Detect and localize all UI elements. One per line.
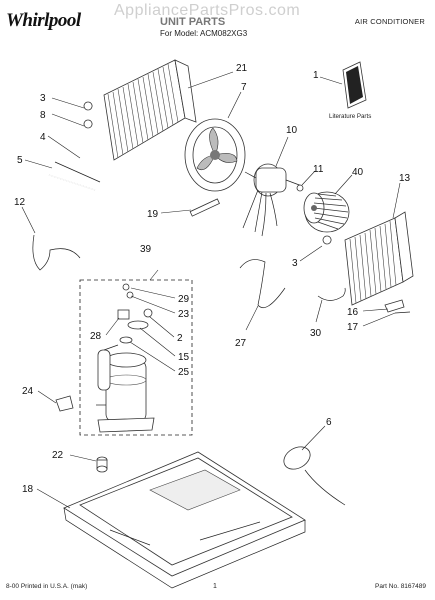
drain-tube: [48, 161, 101, 191]
thermostat-clip: [384, 299, 411, 314]
callout-18: 18: [22, 484, 34, 495]
callout-10: 10: [286, 125, 298, 136]
leader-lines: [21, 71, 401, 509]
callout-2: 2: [177, 333, 183, 344]
footer-page-number: 1: [213, 583, 217, 590]
callout-3-right: 3: [292, 258, 298, 269]
callout-16: 16: [347, 307, 359, 318]
callout-numbers: 1 21 7 3 8 4 5 10 11 40 13 12 19 3 39 29…: [14, 63, 411, 495]
callout-5: 5: [17, 155, 23, 166]
watermark: AppliancePartsPros.com: [114, 2, 301, 19]
overload-bracket: [55, 395, 74, 412]
callout-39: 39: [140, 244, 152, 255]
compressor: [96, 344, 155, 433]
callout-40: 40: [352, 167, 364, 178]
base-pan: [63, 451, 306, 589]
callout-21: 21: [236, 63, 248, 74]
callout-24: 24: [22, 386, 34, 397]
callout-28: 28: [90, 331, 102, 342]
gasket-ring: [283, 446, 346, 506]
fan-motor: [242, 163, 303, 237]
callout-8: 8: [40, 110, 46, 121]
callout-1: 1: [313, 70, 319, 81]
callout-12: 12: [14, 197, 26, 208]
callout-29: 29: [178, 294, 190, 305]
condenser-coil: [103, 59, 197, 161]
callout-22: 22: [52, 450, 64, 461]
fan-clip: [296, 184, 304, 192]
callout-6: 6: [326, 417, 332, 428]
tube-12: [32, 234, 81, 271]
callout-30: 30: [310, 328, 322, 339]
brand-logo: Whirlpool: [6, 10, 81, 31]
literature-parts-label: Literature Parts: [329, 113, 372, 120]
evaporator-coil: [344, 211, 414, 306]
callout-15: 15: [178, 352, 190, 363]
page-title: UNIT PARTS: [160, 16, 226, 28]
grommet: [96, 456, 108, 473]
footer-part-number: Part No. 8167489: [375, 583, 426, 590]
callout-7: 7: [241, 82, 247, 93]
callout-23: 23: [178, 309, 190, 320]
callout-27: 27: [235, 338, 247, 349]
strap: [189, 198, 220, 217]
literature-booklet: [342, 61, 367, 109]
model-subtitle: For Model: ACM082XG3: [160, 29, 248, 38]
tube-27: [239, 259, 286, 309]
clip-right: [322, 235, 332, 245]
blower-wheel: [303, 191, 350, 233]
left-clips: [83, 101, 93, 129]
callout-25: 25: [178, 367, 190, 378]
compressor-assembly-box: [79, 279, 193, 436]
footer-printed: 8-00 Printed in U.S.A. (mak): [6, 583, 88, 590]
condenser-fan-blade: [184, 118, 246, 192]
callout-11: 11: [313, 164, 324, 175]
terminal-parts: [117, 283, 153, 344]
category-label: AIR CONDITIONER: [354, 17, 425, 26]
capillary-tube: [317, 287, 346, 301]
callout-19: 19: [147, 209, 159, 220]
callout-3-left: 3: [40, 93, 46, 104]
callout-17: 17: [347, 322, 359, 333]
callout-4: 4: [40, 132, 46, 143]
callout-13: 13: [399, 173, 411, 184]
